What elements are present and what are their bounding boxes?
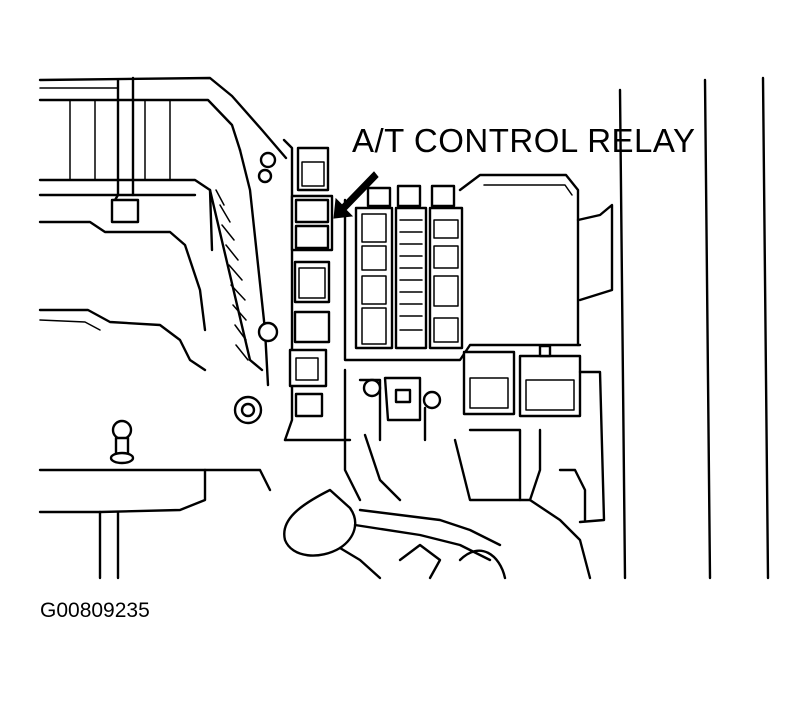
large-relays (462, 344, 606, 524)
relay-block (282, 138, 352, 442)
fender-edge (618, 76, 770, 580)
fuse-box (343, 173, 614, 362)
wiring-harness (283, 368, 592, 580)
callout-label: A/T CONTROL RELAY (352, 122, 696, 159)
figure-id: G00809235 (40, 599, 150, 622)
mounting-bolts (109, 151, 279, 465)
air-cleaner-housing (38, 76, 288, 580)
